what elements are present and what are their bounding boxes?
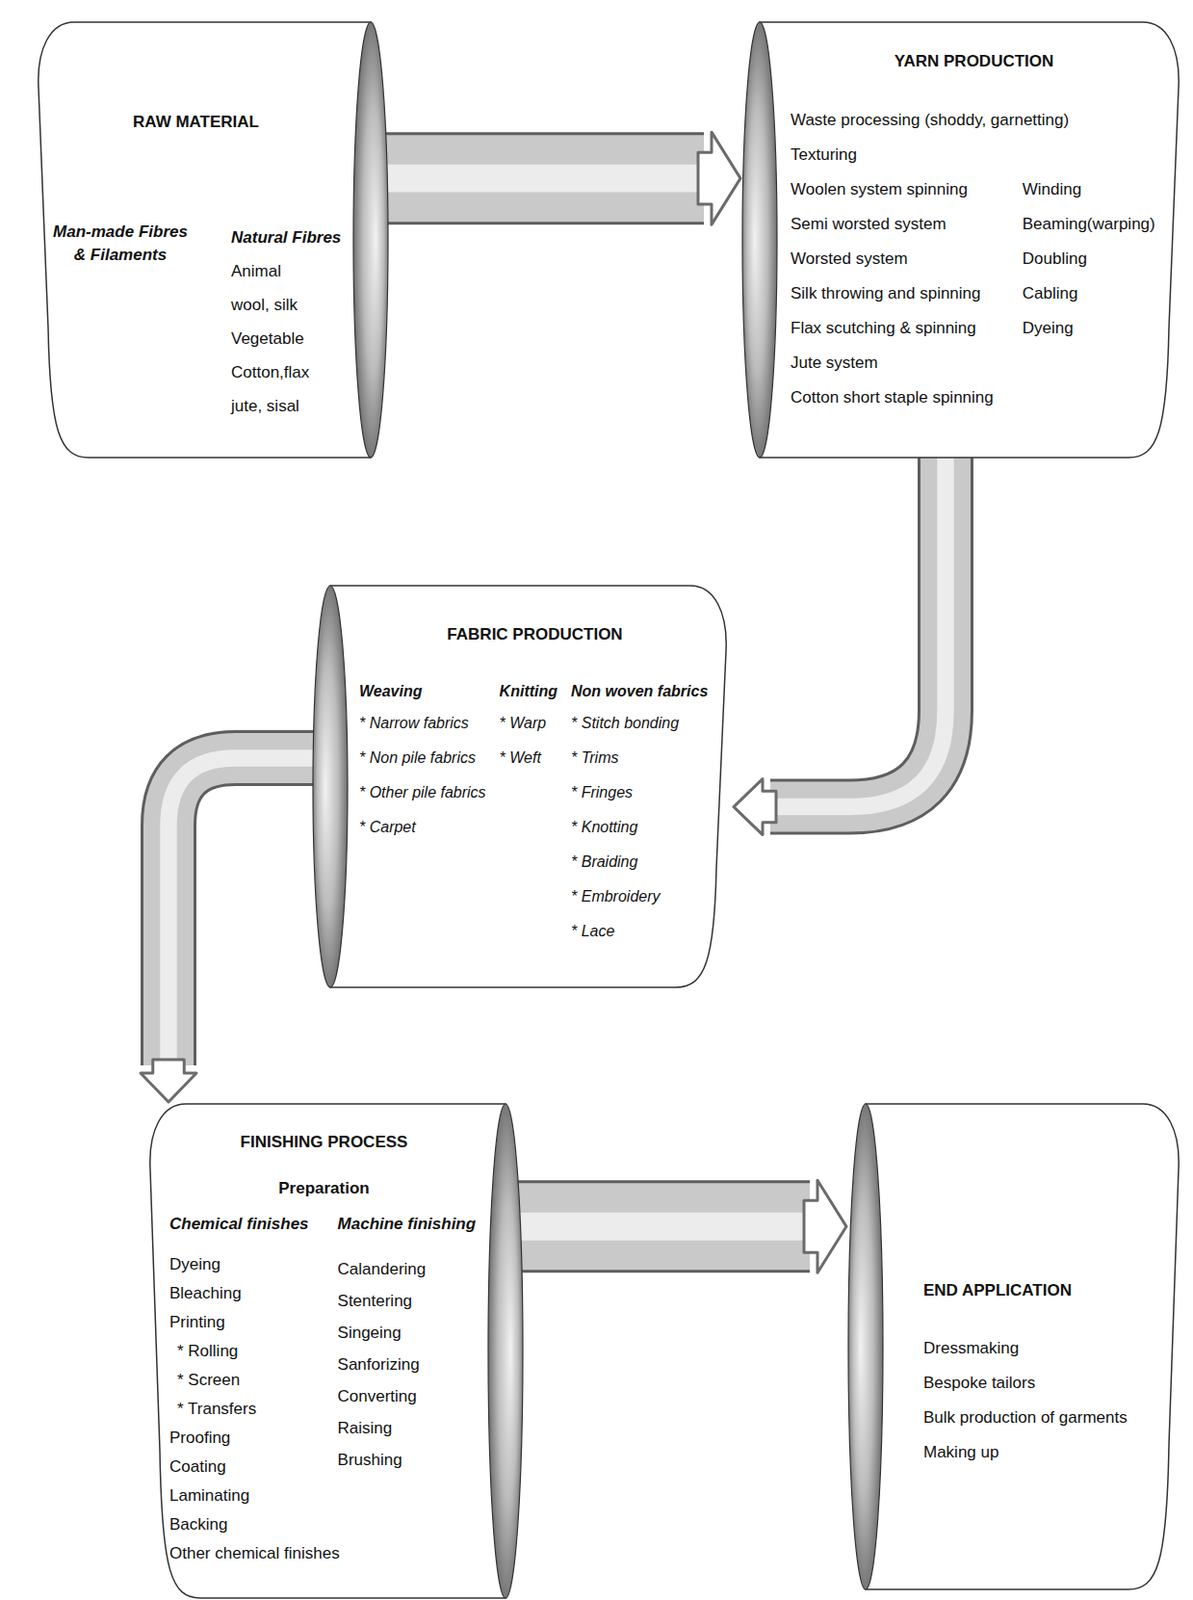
box-text: Doubling bbox=[1022, 241, 1156, 277]
box-text: * Trims bbox=[570, 740, 708, 776]
box-text: * Transfers bbox=[169, 1394, 310, 1424]
box-heading: END APPLICATION bbox=[923, 1279, 1072, 1301]
box-text: Natural Fibres bbox=[231, 220, 341, 255]
box-text: Raising bbox=[337, 1411, 477, 1444]
box-text: Bespoke tailors bbox=[923, 1365, 1128, 1401]
box-text: * Stitch bonding bbox=[570, 705, 708, 741]
box-text: * Lace bbox=[570, 913, 708, 949]
box-heading: RAW MATERIAL bbox=[132, 111, 260, 133]
box-text: Converting bbox=[337, 1379, 477, 1412]
box-text: * Other pile fabrics bbox=[359, 775, 487, 810]
box-text: Coating bbox=[169, 1452, 310, 1481]
box-text: Silk throwing and spinning bbox=[790, 276, 994, 312]
arrow-head bbox=[733, 778, 777, 835]
box-text: Flax scutching & spinning bbox=[790, 311, 994, 346]
box-text: Cotton short staple spinning bbox=[790, 380, 994, 415]
box-text: Preparation bbox=[278, 1177, 369, 1199]
box-text: Making up bbox=[923, 1434, 1128, 1470]
box-text: wool, silk bbox=[231, 287, 341, 322]
box-heading: FABRIC PRODUCTION bbox=[446, 623, 623, 646]
box-text: Laminating bbox=[169, 1480, 310, 1510]
box-text: Bleaching bbox=[169, 1278, 310, 1308]
connector-pipe bbox=[140, 757, 323, 1102]
connector-pipe bbox=[505, 1179, 847, 1272]
box-text: Weaving bbox=[359, 676, 487, 706]
box-text: Man-made Fibres & Filaments bbox=[48, 220, 193, 267]
box-text: Calandering bbox=[337, 1252, 477, 1285]
box-text: * Carpet bbox=[359, 809, 487, 845]
box-text: Machine finishing bbox=[337, 1211, 477, 1237]
box-text: Beaming(warping) bbox=[1022, 207, 1156, 242]
box-text: Stentering bbox=[337, 1284, 477, 1317]
box-text: Chemical finishes bbox=[169, 1211, 310, 1237]
box-text: * Non pile fabrics bbox=[359, 740, 487, 776]
box-text: * Narrow fabrics bbox=[359, 705, 487, 741]
box-text: * Warp bbox=[499, 705, 558, 741]
connector-pipe bbox=[370, 131, 741, 225]
box-text: * Screen bbox=[169, 1365, 310, 1395]
box-text: Waste processing (shoddy, garnetting) bbox=[790, 103, 1069, 138]
box-text: * Rolling bbox=[169, 1336, 310, 1366]
box-text: Sanforizing bbox=[337, 1348, 477, 1380]
box-text: Bulk production of garments bbox=[923, 1400, 1128, 1435]
box-text: Knitting bbox=[499, 676, 558, 706]
process-scroll: FINISHING PROCESS PreparationChemical fin… bbox=[142, 1101, 525, 1600]
box-heading: FINISHING PROCESS bbox=[240, 1131, 409, 1153]
box-text: Dressmaking bbox=[923, 1330, 1128, 1366]
box-text: * Weft bbox=[499, 740, 558, 776]
process-scroll: RAW MATERIAL Man-made Fibres & Filaments N… bbox=[30, 20, 390, 460]
box-text: jute, sisal bbox=[231, 389, 341, 423]
process-scroll: FABRIC PRODUCTION Weaving* Narrow fabrics… bbox=[311, 583, 734, 989]
box-text: Texturing bbox=[790, 137, 1069, 173]
box-text: Semi worsted system bbox=[790, 207, 994, 242]
box-text: Proofing bbox=[169, 1423, 310, 1453]
arrow-head bbox=[698, 131, 741, 225]
box-text: Cotton,flax bbox=[231, 355, 341, 390]
process-scroll: YARN PRODUCTION Waste processing (shoddy,… bbox=[740, 20, 1187, 460]
box-text: * Fringes bbox=[570, 775, 708, 810]
box-text: * Knotting bbox=[570, 809, 708, 845]
box-text: Dyeing bbox=[169, 1249, 310, 1279]
box-text: * Braiding bbox=[570, 844, 708, 880]
box-text: Vegetable bbox=[231, 321, 341, 356]
box-text: Brushing bbox=[337, 1443, 477, 1476]
box-text: Singeing bbox=[337, 1316, 477, 1349]
box-heading: YARN PRODUCTION bbox=[894, 51, 1055, 73]
box-text: Animal bbox=[231, 254, 341, 288]
box-text: Non woven fabrics bbox=[570, 676, 708, 706]
box-text: * Embroidery bbox=[570, 879, 708, 914]
box-text: Woolen system spinning bbox=[790, 172, 994, 208]
box-text: Backing bbox=[169, 1509, 310, 1539]
box-text: Jute system bbox=[790, 345, 994, 381]
box-text: Winding bbox=[1022, 172, 1156, 208]
box-text: Cabling bbox=[1022, 276, 1156, 312]
arrow-head bbox=[803, 1179, 847, 1272]
box-text: Printing bbox=[169, 1307, 310, 1337]
arrow-head bbox=[140, 1059, 197, 1102]
connector-pipe bbox=[733, 447, 946, 835]
box-text: Worsted system bbox=[790, 241, 994, 277]
box-text: Dyeing bbox=[1022, 311, 1156, 346]
box-text: Other chemical finishes bbox=[169, 1538, 340, 1568]
process-scroll: END APPLICATION DressmakingBespoke tailor… bbox=[846, 1101, 1187, 1591]
